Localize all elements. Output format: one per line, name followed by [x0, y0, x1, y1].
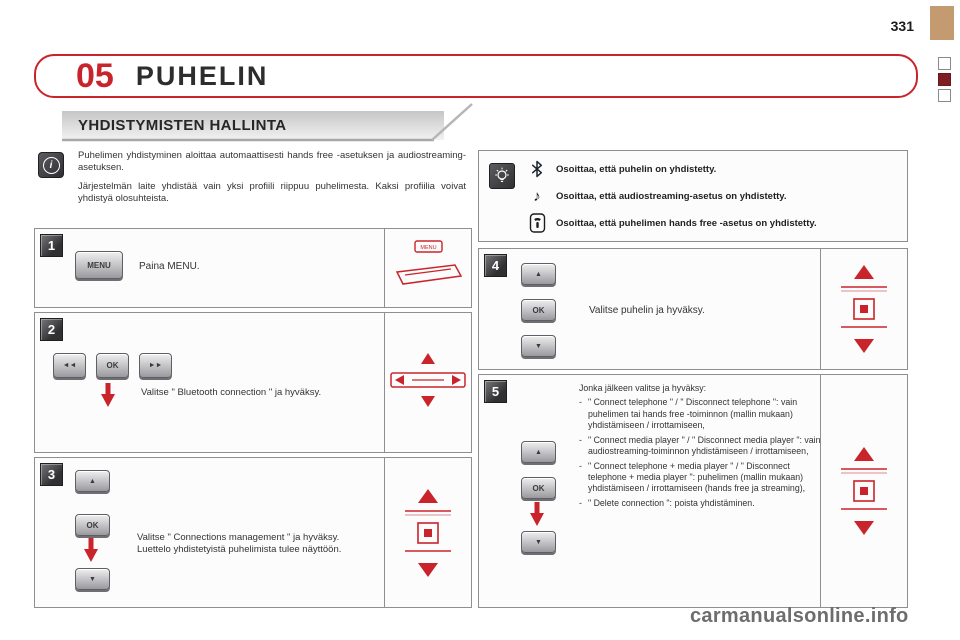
down-key: ▼: [521, 531, 556, 553]
step-number-badge: 4: [484, 254, 507, 277]
red-down-arrow-icon: [84, 538, 98, 562]
info-glyph: i: [42, 156, 60, 174]
section-index-marker: [938, 57, 951, 70]
indicator-row-handsfree-connected: Osoittaa, että puhelimen hands free -ase…: [527, 213, 899, 233]
section-title: YHDISTYMISTEN HALLINTA: [78, 117, 287, 134]
step-4-content: 4 ▲ OK ▼ Valitse puhelin ja hyväksy.: [479, 249, 820, 369]
ok-key: OK: [96, 353, 129, 378]
step-number-badge: 2: [40, 318, 63, 341]
menu-key-label: MENU: [87, 260, 111, 270]
red-down-arrow-icon: [101, 383, 115, 407]
step-1: 1 MENU Paina MENU. MENU: [34, 228, 472, 308]
step-3-illustration: [384, 458, 471, 607]
indicator-text: Osoittaa, että puhelimen hands free -ase…: [556, 217, 817, 229]
step-5: 5 ▲ OK ▼ Jonka jälkeen valitse ja hyväks…: [478, 374, 908, 608]
chapter-header: 05 PUHELIN: [34, 54, 918, 98]
step-5-content: 5 ▲ OK ▼ Jonka jälkeen valitse ja hyväks…: [479, 375, 821, 607]
page-corner-tab: [930, 6, 954, 40]
section-index-marker-active: [938, 73, 951, 86]
list-item: " Connect telephone " / " Disconnect tel…: [579, 397, 821, 431]
selector-buttons-illustration: [405, 488, 451, 577]
ok-key: OK: [521, 299, 556, 321]
info-text: Puhelimen yhdistyminen aloittaa automaat…: [78, 150, 466, 205]
ok-key: OK: [75, 514, 110, 536]
up-key: ▲: [521, 263, 556, 285]
forward-key: ►►: [139, 353, 172, 378]
step-number-badge: 5: [484, 380, 507, 403]
selector-buttons-illustration: [841, 447, 887, 535]
step-4-illustration: [820, 249, 907, 369]
music-note-icon: ♪: [533, 187, 541, 205]
chapter-number: 05: [76, 57, 114, 95]
selector-buttons-illustration: [841, 265, 887, 353]
ok-key: OK: [521, 477, 556, 499]
list-item: " Delete connection ": poista yhdistämin…: [579, 498, 821, 510]
step-2: 2 ◄◄ OK ►► Valitse " Bluetooth connectio…: [34, 312, 472, 453]
indicator-rows: Osoittaa, että puhelin on yhdistetty. ♪ …: [527, 157, 899, 235]
indicator-text: Osoittaa, että puhelin on yhdistetty.: [556, 163, 717, 175]
radio-fascia-illustration: MENU: [395, 240, 463, 285]
info-icon: i: [38, 152, 64, 178]
section-header: YHDISTYMISTEN HALLINTA: [62, 111, 444, 140]
menu-key: MENU: [75, 251, 123, 279]
section-index-marker: [938, 89, 951, 102]
step-instruction: Valitse " Bluetooth connection " ja hyvä…: [141, 387, 322, 398]
page-number: 331: [890, 18, 914, 34]
step-1-content: 1 MENU Paina MENU.: [35, 229, 384, 307]
info-paragraph-1: Puhelimen yhdistyminen aloittaa automaat…: [78, 150, 466, 174]
step-2-content: 2 ◄◄ OK ►► Valitse " Bluetooth connectio…: [35, 313, 384, 452]
options-list: " Connect telephone " / " Disconnect tel…: [579, 397, 821, 509]
indicator-text: Osoittaa, että audiostreaming-asetus on …: [556, 190, 787, 202]
down-key: ▼: [75, 568, 110, 590]
indicator-row-phone-connected: Osoittaa, että puhelin on yhdistetty.: [527, 159, 899, 179]
step-1-illustration: MENU: [384, 229, 471, 307]
down-key: ▼: [521, 335, 556, 357]
panel-buttons-illustration: [390, 352, 466, 407]
site-watermark: carmanualsonline.info: [690, 605, 909, 627]
list-item: " Connect media player " / " Disconnect …: [579, 435, 821, 458]
step-2-illustration: [384, 313, 471, 452]
up-key: ▲: [521, 441, 556, 463]
indicator-row-streaming-connected: ♪ Osoittaa, että audiostreaming-asetus o…: [527, 186, 899, 206]
up-key: ▲: [75, 470, 110, 492]
info-paragraph-2: Järjestelmän laite yhdistää vain yksi pr…: [78, 180, 466, 205]
info-note: i Puhelimen yhdistyminen aloittaa automa…: [38, 150, 466, 211]
step-instruction-list: Jonka jälkeen valitse ja hyväksy: " Conn…: [579, 383, 821, 512]
step-4: 4 ▲ OK ▼ Valitse puhelin ja hyväksy.: [478, 248, 908, 370]
step-3-content: 3 ▲ OK ▼ Valitse " Connections managemen…: [35, 458, 384, 607]
bluetooth-icon: [527, 159, 547, 179]
svg-text:MENU: MENU: [420, 245, 436, 251]
tip-bulb-icon: [489, 163, 515, 189]
step-instruction: Valitse " Connections management " ja hy…: [137, 532, 342, 556]
list-item: " Connect telephone + media player " / "…: [579, 461, 821, 495]
chapter-title: PUHELIN: [135, 60, 269, 91]
step-3: 3 ▲ OK ▼ Valitse " Connections managemen…: [34, 457, 472, 608]
back-key: ◄◄: [53, 353, 86, 378]
step-number-badge: 1: [40, 234, 63, 257]
handsfree-icon: [527, 213, 547, 233]
step-number-badge: 3: [40, 463, 63, 486]
step-instruction: Paina MENU.: [139, 261, 200, 272]
red-down-arrow-icon: [530, 502, 544, 526]
panel-keys: ◄◄ OK ►►: [53, 353, 172, 378]
step-intro: Jonka jälkeen valitse ja hyväksy:: [579, 383, 707, 393]
indicator-legend: Osoittaa, että puhelin on yhdistetty. ♪ …: [478, 150, 908, 242]
step-5-illustration: [820, 375, 907, 607]
step-instruction: Valitse puhelin ja hyväksy.: [589, 305, 705, 316]
